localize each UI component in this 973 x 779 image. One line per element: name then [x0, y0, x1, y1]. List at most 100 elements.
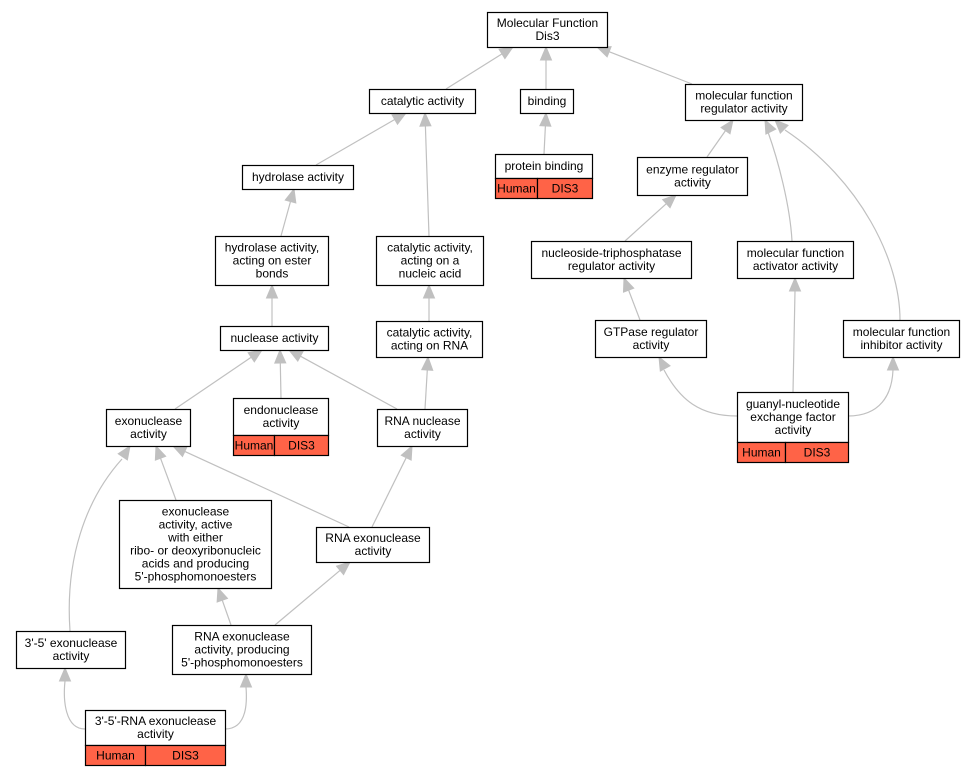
- gene-tag: [536, 177, 594, 200]
- gene-label: DIS3: [804, 446, 831, 460]
- node-box: [214, 235, 330, 287]
- node-box: [219, 325, 330, 352]
- edge-hydrolase-to-catalytic: [315, 112, 408, 166]
- edge-exo_active-to-exonuclease: [154, 444, 177, 501]
- go-term-node-binding[interactable]: binding: [519, 88, 575, 115]
- species-label: Human: [235, 439, 274, 453]
- edge-enzyme_regulator-to-mf_regulator: [706, 118, 734, 158]
- node-label-line: activity: [775, 423, 812, 437]
- node-box: [118, 499, 273, 590]
- node-label-line: RNA exonuclease: [325, 531, 421, 545]
- gene-label: DIS3: [288, 439, 315, 453]
- gene-label: DIS3: [172, 749, 199, 763]
- edge-rna_exo35-to-rna_exo_5p: [224, 672, 253, 730]
- node-box: [315, 526, 431, 564]
- node-label-line: regulator activity: [568, 259, 655, 273]
- edge-cat_rna-to-cat_nucleic: [422, 283, 436, 321]
- node-box: [486, 11, 609, 49]
- go-term-node-nuclease[interactable]: nuclease activity: [219, 325, 330, 352]
- node-box: [736, 240, 855, 280]
- edge-gef-to-gtpase_regulator: [658, 355, 738, 417]
- edge-gef-to-mf_inhibitor: [847, 355, 900, 417]
- node-label-line: activity: [137, 727, 174, 741]
- edge-gef-to-mf_activator: [788, 276, 802, 393]
- edge-rna_exo_5p-to-exo_active: [216, 586, 232, 626]
- node-label-line: acids and producing: [142, 557, 249, 571]
- node-label-line: activity, producing: [194, 643, 289, 657]
- edge-exonuclease-to-nuclease: [174, 349, 264, 410]
- node-label-line: binding: [528, 94, 567, 108]
- node-label-line: nuclease activity: [230, 331, 318, 345]
- node-box: [241, 164, 355, 191]
- node-label-line: endonuclease: [244, 403, 319, 417]
- node-label-line: activity: [130, 427, 167, 441]
- node-label-line: activity: [674, 176, 711, 190]
- edge-catalytic-to-mf_dis3: [445, 46, 515, 90]
- node-label-line: exonuclease: [115, 414, 183, 428]
- node-label-line: exchange factor: [750, 410, 835, 424]
- edge-mf_activator-to-mf_regulator: [764, 118, 793, 242]
- gene-tag: [144, 744, 227, 767]
- node-box: [519, 88, 575, 115]
- node-label-line: with either: [167, 531, 223, 545]
- edge-nuclease-to-hydrolase_ester: [265, 283, 279, 326]
- go-term-node-hydrolase[interactable]: hydrolase activity: [241, 164, 355, 191]
- edge-exo35-to-exonuclease: [68, 444, 131, 632]
- edge-hydrolase_ester-to-hydrolase: [280, 187, 297, 237]
- species-label: Human: [96, 749, 135, 763]
- species-label: Human: [497, 182, 536, 196]
- node-label-line: regulator activity: [700, 102, 787, 116]
- go-term-node-catalytic[interactable]: catalytic activity: [368, 88, 477, 115]
- node-label-line: molecular function: [853, 325, 950, 339]
- node-box: [376, 408, 469, 448]
- species-label: Human: [742, 446, 781, 460]
- edge-rna_exo_5p-to-rna_exo: [274, 561, 351, 626]
- node-label-line: exonuclease: [162, 505, 230, 519]
- gene-tag: [784, 441, 850, 464]
- node-label-line: Molecular Function: [497, 16, 598, 30]
- node-box: [594, 319, 708, 359]
- node-label-line: ribo- or deoxyribonucleic: [130, 544, 261, 558]
- go-term-node-cat-rna[interactable]: catalytic activity,acting on RNA: [375, 320, 484, 359]
- node-box: [375, 235, 485, 287]
- edge-mf_regulator-to-mf_dis3: [595, 46, 693, 85]
- node-label-line: catalytic activity,: [387, 326, 473, 340]
- node-label-line: acting on RNA: [391, 339, 468, 353]
- node-label-line: activity: [633, 338, 670, 352]
- node-box: [15, 630, 127, 670]
- node-label-line: Dis3: [535, 29, 559, 43]
- edge-mf_inhibitor-to-mf_regulator: [774, 119, 901, 321]
- edge-binding-to-mf_dis3: [539, 45, 553, 89]
- node-label-line: activity, active: [159, 518, 233, 532]
- edge-rna_nuclease-to-cat_rna: [420, 355, 434, 410]
- node-label-line: acting on a: [401, 254, 460, 268]
- node-box: [84, 709, 227, 747]
- node-label-line: protein binding: [505, 159, 584, 173]
- gene-label: DIS3: [552, 182, 579, 196]
- node-box: [232, 397, 330, 437]
- node-label-line: RNA exonuclease: [194, 630, 290, 644]
- node-label-line: 3'-5' exonuclease: [25, 636, 118, 650]
- node-label-line: RNA nuclease: [384, 414, 460, 428]
